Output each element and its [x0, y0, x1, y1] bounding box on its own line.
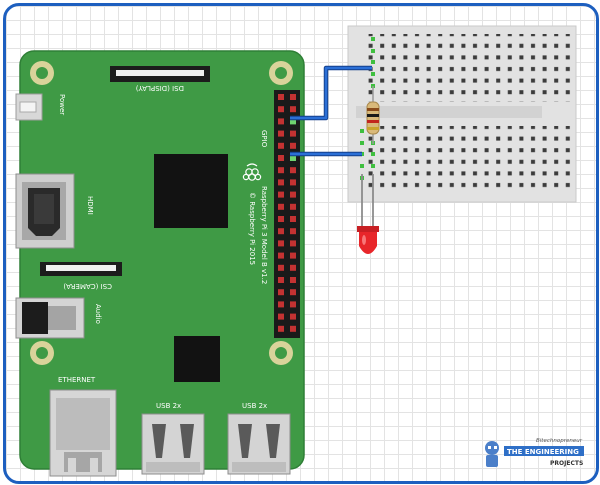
- gpio-pin: [290, 118, 296, 125]
- audio-jack: [15, 297, 85, 339]
- usb-port-right: [227, 413, 291, 475]
- csi-connector: [40, 262, 122, 276]
- gpio-pin: [290, 191, 296, 198]
- gpio-pin: [290, 94, 296, 100]
- audio-label: Audio: [94, 304, 102, 324]
- gpio-pin: [290, 155, 296, 161]
- gpio-pin: [278, 167, 284, 174]
- gpio-pin: [278, 94, 284, 100]
- gpio-pin: [290, 289, 296, 296]
- jumper-wire-top: [290, 65, 372, 121]
- gpio-pin: [278, 130, 284, 137]
- mounting-hole: [30, 61, 54, 85]
- model-label: Raspberry Pi 3 Model B v1.2: [260, 186, 268, 284]
- gpio-pin: [290, 179, 296, 186]
- mounting-hole: [269, 341, 293, 365]
- gpio-pin: [278, 118, 284, 125]
- gpio-pin: [290, 325, 296, 332]
- gpio-pin: [290, 301, 296, 308]
- usb-left-label: USB 2x: [156, 402, 181, 410]
- resistor: [366, 86, 380, 144]
- gpio-pin: [290, 216, 296, 222]
- gpio-pin: [278, 252, 284, 259]
- gpio-pin: [278, 179, 284, 186]
- breadboard: [347, 25, 577, 203]
- ethernet-port: [49, 389, 117, 477]
- gpio-pin: [278, 155, 284, 161]
- gpio-pin: [278, 264, 284, 271]
- logo-main-text: THE ENGINEERING: [507, 448, 579, 456]
- usb-port-left: [141, 413, 205, 475]
- soc-chip: [154, 154, 228, 228]
- usb-controller-chip: [174, 336, 220, 382]
- gpio-pin: [290, 252, 296, 259]
- gpio-label: GPIO: [260, 130, 268, 148]
- gpio-pin: [278, 142, 284, 149]
- gpio-pin: [278, 301, 284, 308]
- hdmi-label: HDMI: [86, 196, 94, 215]
- gpio-pin: [278, 228, 284, 235]
- gpio-pin: [290, 240, 296, 247]
- gpio-pin: [278, 325, 284, 332]
- circuit-diagram: DSI (DISPLAY) Power HDMI Raspberry Pi 3 …: [15, 25, 584, 477]
- gpio-pin: [278, 106, 284, 113]
- copyright-label: © Raspberry Pi 2015: [248, 192, 256, 265]
- gpio-pin: [278, 216, 284, 222]
- usb-right-label: USB 2x: [242, 402, 267, 410]
- robot-icon: [485, 441, 499, 467]
- gpio-pin: [290, 130, 296, 137]
- ethernet-label: ETHERNET: [58, 376, 96, 384]
- gpio-pin: [278, 313, 284, 320]
- gpio-header: [274, 90, 300, 338]
- logo-sub-text: PROJECTS: [550, 460, 583, 467]
- mounting-hole: [269, 61, 293, 85]
- gpio-pin: [290, 106, 296, 113]
- gpio-pin: [290, 203, 296, 210]
- mounting-hole: [30, 341, 54, 365]
- gpio-pin: [278, 289, 284, 296]
- gpio-pin: [278, 203, 284, 210]
- dsi-label: DSI (DISPLAY): [135, 84, 184, 92]
- power-port: [15, 93, 43, 121]
- gpio-pin: [278, 191, 284, 198]
- engineering-projects-logo: Bitechnopreneur THE ENGINEERING PROJECTS: [485, 438, 584, 467]
- power-label: Power: [58, 94, 66, 115]
- gpio-pin: [290, 142, 296, 149]
- gpio-pin: [278, 277, 284, 283]
- dsi-connector: [110, 66, 210, 82]
- hdmi-port: [15, 173, 75, 249]
- raspberry-pi-board: DSI (DISPLAY) Power HDMI Raspberry Pi 3 …: [15, 50, 305, 477]
- gpio-pin: [290, 277, 296, 283]
- gpio-pin: [290, 264, 296, 271]
- led: [357, 174, 379, 254]
- csi-label: CSI (CAMERA): [63, 282, 112, 290]
- raspberry-logo-icon: [242, 163, 262, 181]
- gpio-pin: [278, 240, 284, 247]
- gpio-pin: [290, 228, 296, 235]
- gpio-pin: [290, 313, 296, 320]
- gpio-pin: [290, 167, 296, 174]
- logo-top-text: Bitechnopreneur: [536, 438, 583, 444]
- diagram-frame: DSI (DISPLAY) Power HDMI Raspberry Pi 3 …: [3, 3, 599, 484]
